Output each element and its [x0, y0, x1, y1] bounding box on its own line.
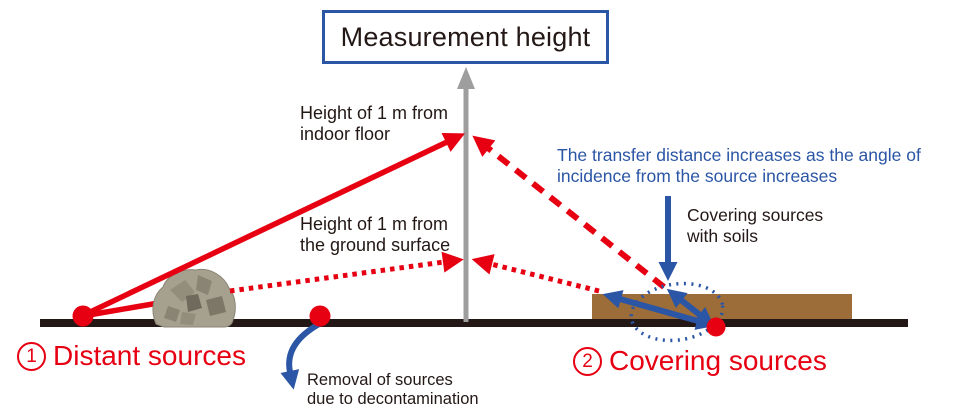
note-transfer-distance: The transfer distance increases as the a… [557, 145, 921, 186]
path-dotted-covered-to-ground-height [471, 254, 600, 294]
note-ground-line1: Height of 1 m from [300, 214, 449, 234]
note-covering-line2: with soils [687, 225, 758, 246]
ground-line [40, 319, 908, 327]
legend-covering-label: Covering sources [609, 345, 827, 376]
note-covering-line1: Covering sources [687, 205, 824, 225]
note-ground-height: Height of 1 m from the ground surface [300, 214, 450, 256]
path-solid-distant-to-indoor-height [84, 132, 466, 317]
note-transfer-line2: incidence from the source increases [557, 165, 838, 186]
note-indoor-height: Height of 1 m from indoor floor [300, 103, 448, 145]
circled-number-1-icon: 1 [17, 341, 46, 371]
path-dotted-shielded-to-ground-height [229, 251, 464, 294]
note-removal: Removal of sources due to decontaminatio… [307, 371, 479, 410]
source-dot-removed [309, 305, 331, 327]
title-label: Measurement height [340, 21, 591, 52]
up-arrow-pole-icon [457, 67, 475, 322]
removal-curved-arrow [280, 320, 323, 390]
note-covering-soils: Covering sources with soils [687, 205, 823, 246]
note-indoor-line2: indoor floor [300, 124, 391, 145]
note-removal-line2: due to decontamination [307, 390, 479, 409]
source-dot-covered [706, 317, 726, 337]
note-indoor-line1: Height of 1 m from [300, 103, 449, 123]
circled-number-2-icon: 2 [573, 346, 602, 376]
source-dot-distant [72, 305, 94, 327]
note-ground-line2: the ground surface [300, 235, 451, 256]
legend-distant-sources: 1 Distant sources [17, 340, 246, 372]
legend-covering-sources: 2 Covering sources [573, 345, 827, 377]
note-removal-line1: Removal of sources [307, 371, 453, 389]
rock-obstacle-icon [152, 268, 236, 328]
path-dashed-covered-to-indoor-height [472, 135, 666, 290]
legend-distant-label: Distant sources [53, 340, 246, 371]
measurement-height-title-box: Measurement height [322, 10, 609, 64]
note-transfer-line1: The transfer distance increases as the a… [557, 145, 921, 165]
transfer-distance-short-arrow [666, 288, 715, 327]
